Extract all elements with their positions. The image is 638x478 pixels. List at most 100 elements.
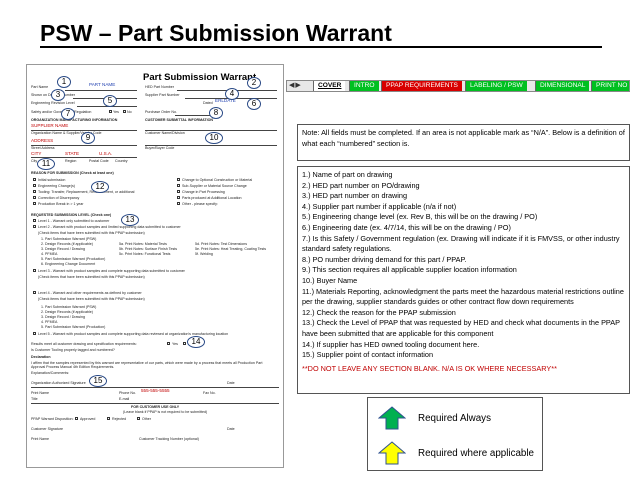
badge-8: 8 [209,107,223,119]
phone-value: 555-555-5555 [141,388,170,393]
part-name-label: Part Name [31,85,49,89]
badge-13: 13 [121,214,139,226]
title-label: Title [31,397,38,401]
address-value: ADDRESS [31,138,54,143]
badge-14: 14 [187,336,205,348]
reason-right-1: Change to Optional Construction or Mater… [182,178,253,182]
city-value: CITY [31,151,42,156]
definition-item: 9.) This section requires all applicable… [302,265,517,275]
signature-rule [31,387,279,388]
reason-header: REASON FOR SUBMISSION (Check at least on… [31,171,114,175]
reason-left-1: Initial submission [38,178,66,182]
buyer-line [145,145,277,146]
level-checkbox [33,219,36,222]
customer-name-label: Customer Name/Division [145,131,185,135]
dated-label: Dated [203,101,213,105]
tab-cover[interactable]: COVER [313,81,346,91]
tab-print-no[interactable]: PRINT NO [591,81,629,91]
definition-item: 6.) Engineering date (ex. 4/7/14, this w… [302,222,511,232]
street-address-label: Street Address [31,146,55,150]
badge-4: 4 [225,88,239,100]
customer-print-name-label: Print Name [31,437,49,441]
level-4-item-1: 1. Part Submission Warrant (PSW) [41,305,97,309]
org-name-label: Organization Name & Supplier/Vendor Code [31,131,102,135]
level-checkbox [33,269,36,272]
meet-requirements-label: Results meet all customer drawing and sp… [31,342,137,346]
reason-right-2: Sub-Supplier or Material Source Change [182,184,247,188]
meet-yes-label: Yes [172,342,178,346]
level-4-item-4: 4. PFMEA [41,320,58,324]
country-value: U.S.A. [99,151,113,156]
definition-item: 7.) Is this Safety / Government regulati… [302,233,620,254]
customer-name-line [145,130,277,131]
tab-ppap-requirements[interactable]: PPAP REQUIREMENTS [381,81,462,91]
badge-3: 3 [51,89,65,101]
level-checkbox [33,225,36,228]
ppap-disposition-label: PPAP Warrant Disposition: [31,417,74,421]
level-item-right-2: 5e. Print Notes: Heat Treating, Coating … [195,247,267,251]
level-item-right-3: 5f. Welding [195,252,213,256]
customer-tracking-label: Customer Tracking Number (optional) [139,437,199,441]
level-4-item-2: 2. Design Records (if applicable) [41,310,93,314]
definitions-box: 1.) Name of part on drawing 2.) HED part… [297,166,630,394]
badge-12: 12 [91,181,109,193]
approved-checkbox [75,417,78,420]
badge-6: 6 [247,98,261,110]
tooling-label: Is Customer Tooling properly tagged and … [31,348,115,352]
customer-use-header: FOR CUSTOMER USE ONLY [131,405,180,409]
region-label: Region [65,159,77,163]
definition-item: 15.) Supplier point of contact informati… [302,350,434,360]
address-line [31,145,137,146]
explanation-label: Explanation/Comments: [31,371,70,375]
badge-10: 10 [205,132,223,144]
level-item-mid-1: 5a. Print Notes: Material Tests [119,242,167,246]
supplier-name-value: SUPPLIER NAME [31,123,69,128]
reason-right-3: Change in Part Processing [182,190,225,194]
definition-item: 14.) If supplier has HED owned tooling d… [302,339,480,349]
badge-2: 2 [247,77,261,89]
customer-use-sub: (Leave blank if PPAP is not required to … [123,410,208,414]
level-note-3: (Check items that have been submitted wi… [38,297,145,301]
buyer-label: Buyer/Buyer Code [145,146,175,150]
date-label: Date [227,381,235,385]
level-5-label: Level 5 - Warrant with product samples a… [38,332,229,336]
level-item-1: 1. Part Submission Warrant (PSW) [41,237,97,241]
other-label: Other [142,417,151,421]
definition-item: 13.) Check the Level of PPAP that was re… [302,318,620,338]
eng-change-label: Engineering Revision Level [31,101,75,105]
auth-signature-label: Organization Authorized Signature [31,381,86,385]
supplier-name-line [31,130,137,131]
definition-item: 11.) Materials Reporting, acknowledgment… [302,286,624,307]
level-item-mid-2: 5b. Print Notes: Surface Finish Tests [119,247,178,251]
green-up-arrow-icon [378,406,406,430]
tab-scroll-arrows-icon[interactable]: ◀▶ [289,82,302,89]
level-note: (Check items that have been submitted wi… [38,231,145,235]
level-header: REQUESTED SUBMISSION LEVEL (Check one) [31,213,112,217]
email-label: E-mail [119,397,130,401]
phone-label: Phone No. [119,391,136,395]
city-label: City [31,159,38,163]
level-item-mid-3: 5c. Print Notes: Functional Tests [119,252,171,256]
rejected-checkbox [107,417,110,420]
reason-checkbox [177,202,180,205]
reason-left-4: Correction of Discrepancy [38,196,80,200]
reason-checkbox [33,190,36,193]
definition-item: 12.) Check the reason for the PPAP submi… [302,307,456,317]
definition-item: 1.) Name of part on drawing [302,170,393,179]
reason-checkbox [33,178,36,181]
customer-info-header: CUSTOMER SUBMITTAL INFORMATION [145,118,214,122]
legend-always-label: Required Always [418,412,491,424]
customer-use-rule [31,403,279,404]
tab-dimensional[interactable]: DIMENSIONAL [535,81,590,91]
definition-item: 4.) Supplier part number if applicable (… [302,201,457,211]
safety-yes-checkbox [109,110,112,113]
badge-1: 1 [57,76,71,88]
tab-intro[interactable]: INTRO [349,81,379,91]
tab-labeling-psw[interactable]: LABELING / PSW [465,81,527,91]
form-title: Part Submission Warrant [143,72,257,83]
legend-row-applicable: Required where applicable [378,441,534,465]
reason-checkbox [33,202,36,205]
reason-checkbox [177,184,180,187]
part-name-line [65,90,137,91]
level-checkbox [33,332,36,335]
